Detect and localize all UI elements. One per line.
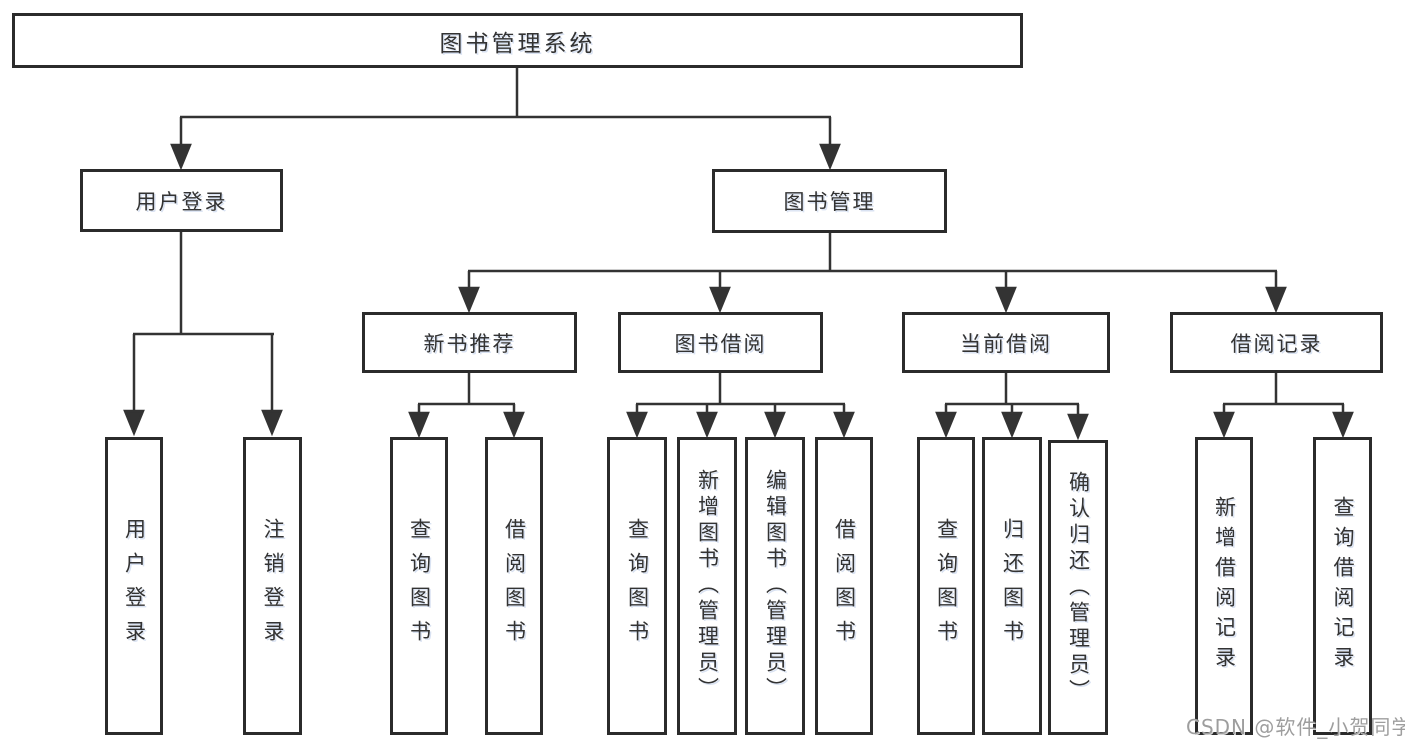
node-label: 归还图书 [1000, 518, 1025, 654]
node-label: 借阅图书 [502, 518, 527, 654]
node-label: 借阅记录 [1230, 331, 1323, 356]
node-library-management-system: 图书管理系统 [12, 13, 1023, 68]
connector-book-borrow-to-leaves [626, 373, 855, 439]
node-label: 图书管理 [783, 190, 876, 214]
node-label: 查询图书 [407, 518, 432, 654]
node-book-management: 图书管理 [712, 169, 947, 233]
leaf-borrow-books-recommend: 借阅图书 [485, 437, 543, 735]
node-label: 查询借阅记录 [1331, 496, 1355, 676]
node-label: 用户登录 [135, 189, 228, 214]
leaf-user-login: 用户登录 [105, 437, 163, 735]
connector-borrow-records-to-leaves [1213, 373, 1354, 439]
connector-root-to-level2 [170, 68, 841, 171]
leaf-query-books-borrow: 查询图书 [607, 437, 667, 735]
node-label: 新书推荐 [423, 331, 516, 356]
connector-current-borrow-to-leaves [935, 373, 1089, 441]
leaf-add-borrow-record: 新增借阅记录 [1195, 437, 1253, 735]
node-label: 图书管理系统 [439, 30, 596, 57]
node-label: 新增借阅记录 [1212, 496, 1237, 676]
connector-new-book-recommend-to-leaves [408, 373, 525, 439]
node-label: 借阅图书 [832, 518, 857, 654]
node-label: 查询图书 [934, 518, 959, 654]
node-label: 图书借阅 [674, 331, 767, 356]
leaf-borrow-books: 借阅图书 [815, 437, 873, 735]
node-label: 用户登录 [122, 518, 147, 654]
leaf-query-borrow-record: 查询借阅记录 [1313, 437, 1372, 735]
node-borrow-records: 借阅记录 [1170, 312, 1383, 373]
node-label: 新增图书（管理员） [695, 469, 720, 703]
node-label: 查询图书 [625, 518, 650, 654]
node-label: 注销登录 [261, 518, 285, 654]
leaf-edit-books-admin: 编辑图书（管理员） [745, 437, 805, 735]
node-current-borrow: 当前借阅 [902, 312, 1110, 373]
node-label: 当前借阅 [960, 331, 1052, 356]
node-label: 确认归还（管理员） [1066, 470, 1091, 705]
node-new-book-recommend: 新书推荐 [362, 312, 577, 373]
leaf-return-books: 归还图书 [982, 437, 1042, 735]
node-label: 编辑图书（管理员） [763, 469, 788, 703]
csdn-watermark: CSDN @软件_小贺同学 [1186, 715, 1405, 739]
connector-book-management-to-level3 [458, 233, 1287, 314]
node-book-borrow: 图书借阅 [618, 312, 823, 373]
leaf-query-books-current: 查询图书 [917, 437, 975, 735]
leaf-confirm-return-admin: 确认归还（管理员） [1048, 440, 1108, 735]
node-user-login: 用户登录 [80, 169, 283, 232]
leaf-query-books-recommend: 查询图书 [390, 437, 448, 735]
leaf-logout: 注销登录 [243, 437, 302, 735]
leaf-add-books-admin: 新增图书（管理员） [677, 437, 737, 735]
connector-user-login-to-leaves [123, 232, 283, 437]
